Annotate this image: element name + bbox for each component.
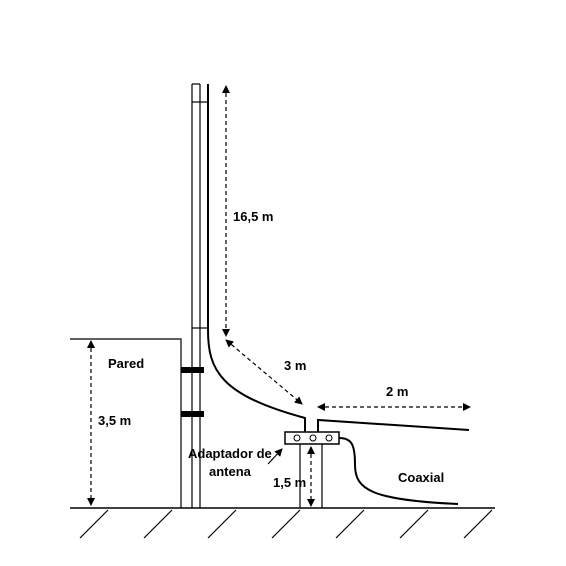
label-slope-length: 3 m — [284, 358, 306, 373]
label-horizontal-length: 2 m — [386, 384, 408, 399]
wall-bracket-upper — [181, 367, 204, 373]
label-antenna-height: 16,5 m — [233, 209, 273, 224]
label-wall-height: 3,5 m — [98, 413, 131, 428]
label-adapter-line1: Adaptador de — [188, 446, 272, 461]
ground-hatching — [79, 509, 493, 539]
dim-slope-length — [225, 339, 303, 405]
label-wall: Pared — [108, 356, 144, 371]
antenna-mast — [191, 83, 209, 508]
coaxial-cable — [338, 437, 459, 505]
label-adapter-line2: antena — [209, 464, 252, 479]
adapter-pointer-arrow — [267, 448, 283, 465]
label-adapter-height: 1,5 m — [273, 475, 306, 490]
adapter-terminal-3 — [325, 434, 333, 442]
horizontal-wire — [317, 418, 470, 432]
wall-outline — [70, 338, 182, 508]
adapter-terminal-1 — [293, 434, 301, 442]
adapter-terminal-2 — [309, 434, 317, 442]
label-coax: Coaxial — [398, 470, 444, 485]
adapter-post — [299, 444, 323, 508]
wall-bracket-lower — [181, 411, 204, 417]
antenna-wire — [207, 84, 306, 432]
